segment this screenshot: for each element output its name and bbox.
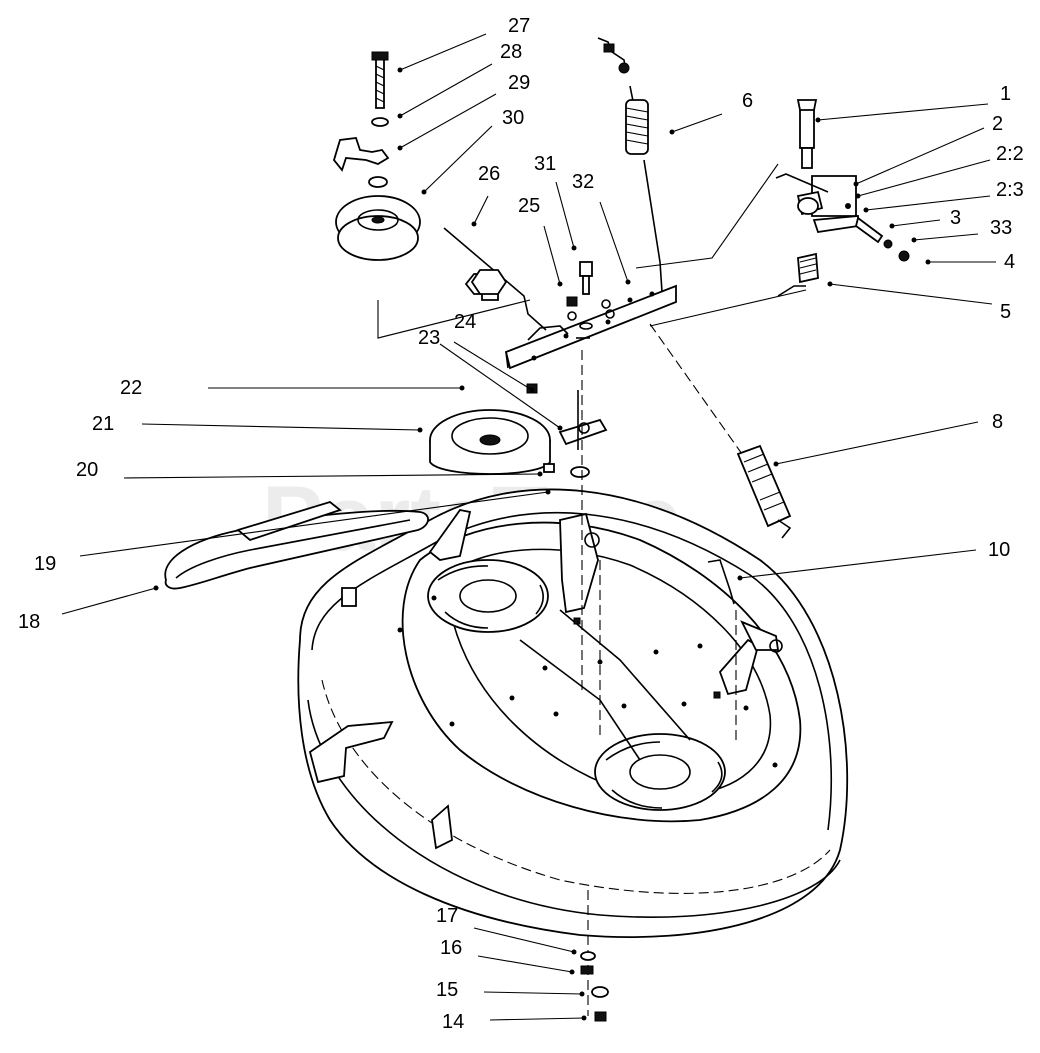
callout-23: 23 xyxy=(418,327,440,349)
callout-1: 1 xyxy=(1000,83,1011,105)
callout-2-2: 2:2 xyxy=(996,143,1024,165)
callout-24: 24 xyxy=(454,311,476,333)
callout-29: 29 xyxy=(508,72,530,94)
callout-26: 26 xyxy=(478,163,500,185)
callout-19: 19 xyxy=(34,553,56,575)
callout-2-3: 2:3 xyxy=(996,179,1024,201)
rod-26 xyxy=(443,227,547,331)
callout-10: 10 xyxy=(988,539,1010,561)
callout-25: 25 xyxy=(518,195,540,217)
callout-8: 8 xyxy=(992,411,1003,433)
bottom-hardware xyxy=(580,951,609,1022)
callout-18: 18 xyxy=(18,611,40,633)
nut-22 xyxy=(470,269,508,295)
callout-32: 32 xyxy=(572,171,594,193)
callout-3: 3 xyxy=(950,207,961,229)
center-axis xyxy=(581,350,737,1016)
idler-pulley-assembly xyxy=(333,51,421,261)
callout-27: 27 xyxy=(508,15,530,37)
callout-28: 28 xyxy=(500,41,522,63)
callout-31: 31 xyxy=(534,153,556,175)
idler-arm-plate xyxy=(504,284,677,370)
callout-16: 16 xyxy=(440,937,462,959)
callout-17: 17 xyxy=(436,905,458,927)
callout-labels: 27 28 29 30 26 31 32 25 6 1 2 2:2 2:3 3 … xyxy=(18,15,1024,1033)
callout-20: 20 xyxy=(76,459,98,481)
nut-25 xyxy=(566,296,578,307)
mower-deck-housing xyxy=(297,488,849,938)
callout-4: 4 xyxy=(1004,251,1015,273)
rod-10 xyxy=(707,559,735,605)
callout-6: 6 xyxy=(742,90,753,112)
washer xyxy=(567,311,577,321)
spring-8 xyxy=(649,323,792,539)
bracket-leader xyxy=(635,163,807,327)
callout-14: 14 xyxy=(442,1011,464,1033)
callout-5: 5 xyxy=(1000,301,1011,323)
callout-33: 33 xyxy=(990,217,1012,239)
callout-22: 22 xyxy=(120,377,142,399)
callout-21: 21 xyxy=(92,413,114,435)
drive-pulley-assembly xyxy=(429,273,608,478)
bolt-31 xyxy=(579,261,593,295)
tension-bracket-assembly xyxy=(775,99,910,297)
callout-leaders xyxy=(61,33,996,1021)
callout-2: 2 xyxy=(992,113,1003,135)
idler-arm-leader xyxy=(377,299,531,339)
drive-belt xyxy=(164,510,429,590)
spring-6 xyxy=(597,37,663,293)
callout-30: 30 xyxy=(502,107,524,129)
callout-15: 15 xyxy=(436,979,458,1001)
